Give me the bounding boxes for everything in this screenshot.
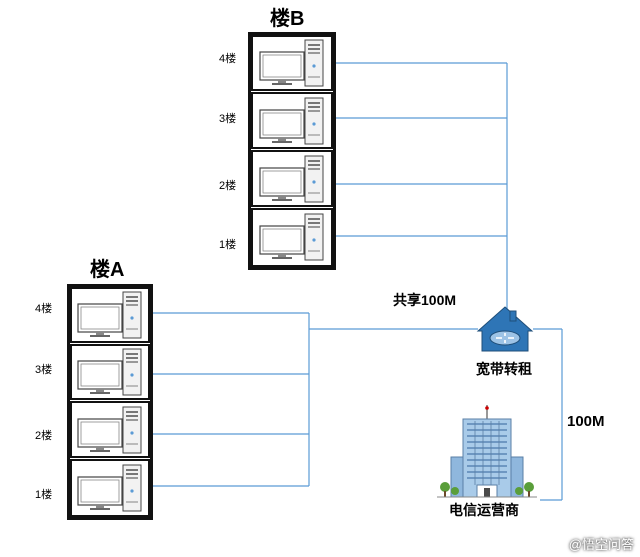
desktop-computer-icon xyxy=(76,290,146,345)
watermark-text: @悟空问答 xyxy=(568,537,634,552)
building-a-floor-4-label: 4楼 xyxy=(35,303,53,315)
desktop-computer-icon xyxy=(258,212,328,267)
desktop-computer-icon xyxy=(258,154,328,209)
desktop-computer-icon xyxy=(76,347,146,402)
shared-bandwidth-label: 共享100M xyxy=(393,292,457,308)
building-a-floor-1-label: 1楼 xyxy=(35,489,53,501)
office-building-icon xyxy=(437,405,537,505)
building-b-floor-3-label: 3楼 xyxy=(219,113,237,125)
building-b-floor-4-label: 4楼 xyxy=(219,53,237,65)
building-b-title: 楼B xyxy=(270,8,305,30)
desktop-computer-icon xyxy=(258,96,328,151)
isp-label: 电信运营商 xyxy=(449,502,519,518)
building-a-floor-2-label: 2楼 xyxy=(35,430,53,442)
router-label: 宽带转租 xyxy=(476,361,532,377)
desktop-computer-icon xyxy=(76,405,146,460)
building-a-title: 楼A xyxy=(90,259,125,281)
router-icon xyxy=(474,305,536,360)
building-b-floor-2-label: 2楼 xyxy=(219,180,237,192)
building-b-floor-1-label: 1楼 xyxy=(219,239,237,251)
desktop-computer-icon xyxy=(258,38,328,93)
uplink-speed-label: 100M xyxy=(567,413,605,430)
building-a-floor-3-label: 3楼 xyxy=(35,364,53,376)
desktop-computer-icon xyxy=(76,463,146,518)
